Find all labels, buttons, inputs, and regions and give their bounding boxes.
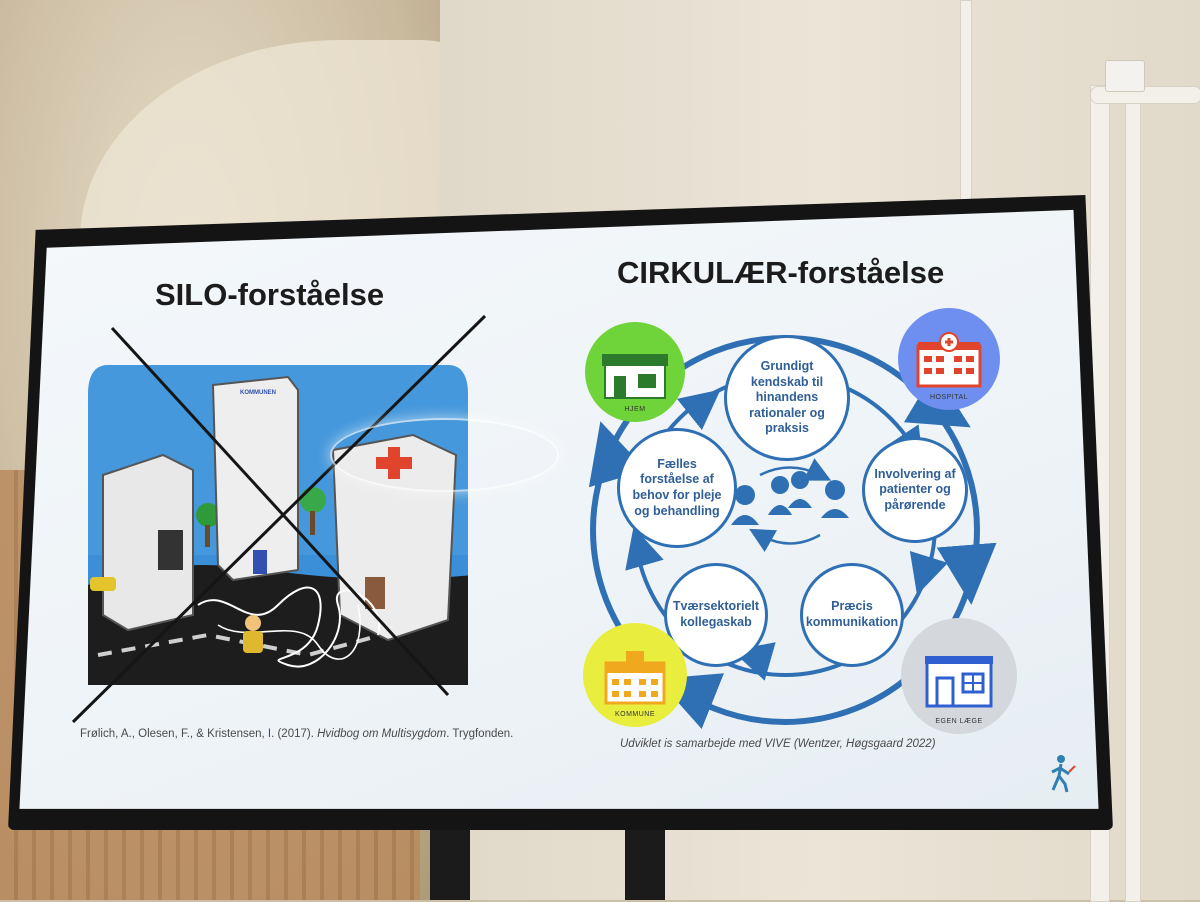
doctor-label: EGEN LÆGE xyxy=(935,718,983,725)
house-icon xyxy=(602,354,668,399)
citation: Frølich, A., Olesen, F., & Kristensen, I… xyxy=(80,728,513,740)
walking-figure-icon xyxy=(1051,755,1076,793)
node-grundigt-kendskab: Grundigt kendskab til hinandens rational… xyxy=(724,335,850,461)
tv-stand-leg xyxy=(430,820,470,900)
node-tvaersektorielt: Tværsektorielt kollegaskab xyxy=(664,563,768,667)
doctor-badge: EGEN LÆGE xyxy=(901,618,1017,734)
citation-authors: Frølich, A., Olesen, F., & Kristensen, I… xyxy=(80,728,318,740)
circular-title: CIRKULÆR-forståelse xyxy=(617,255,945,290)
home-label: HJEM xyxy=(624,406,646,413)
clinic-icon xyxy=(925,656,993,708)
home-badge: HJEM xyxy=(585,322,685,422)
silo-title: SILO-forståelse xyxy=(155,277,385,312)
hospital-icon xyxy=(916,332,982,388)
wall-pipe xyxy=(960,0,972,202)
building-sign: KOMMUNEN xyxy=(240,390,276,396)
node-involvering: Involvering af patienter og pårørende xyxy=(862,437,968,543)
node-faelles-forstaaelse: Fælles forståelse af behov for pleje og … xyxy=(617,428,737,548)
node-praecis-kommunikation: Præcis kommunikation xyxy=(800,563,904,667)
care-people-icon xyxy=(731,458,849,553)
credit-line: Udviklet is samarbejde med VIVE (Wentzer… xyxy=(620,738,936,750)
cross-out-mark xyxy=(71,314,487,724)
hospital-label: HOSPITAL xyxy=(929,394,969,401)
wall-socket xyxy=(1105,60,1145,92)
tv-stand-leg xyxy=(625,820,665,900)
screen-glare xyxy=(330,418,559,492)
town-hall-icon xyxy=(604,651,666,705)
citation-book-title: Hvidbog om Multisygdom xyxy=(317,728,447,740)
municipality-label: KOMMUNE xyxy=(614,711,656,718)
wall-pipe xyxy=(1125,100,1141,902)
hospital-badge: HOSPITAL xyxy=(898,308,1000,410)
citation-publisher: . Trygfonden. xyxy=(446,728,514,740)
municipality-badge: KOMMUNE xyxy=(583,623,687,727)
